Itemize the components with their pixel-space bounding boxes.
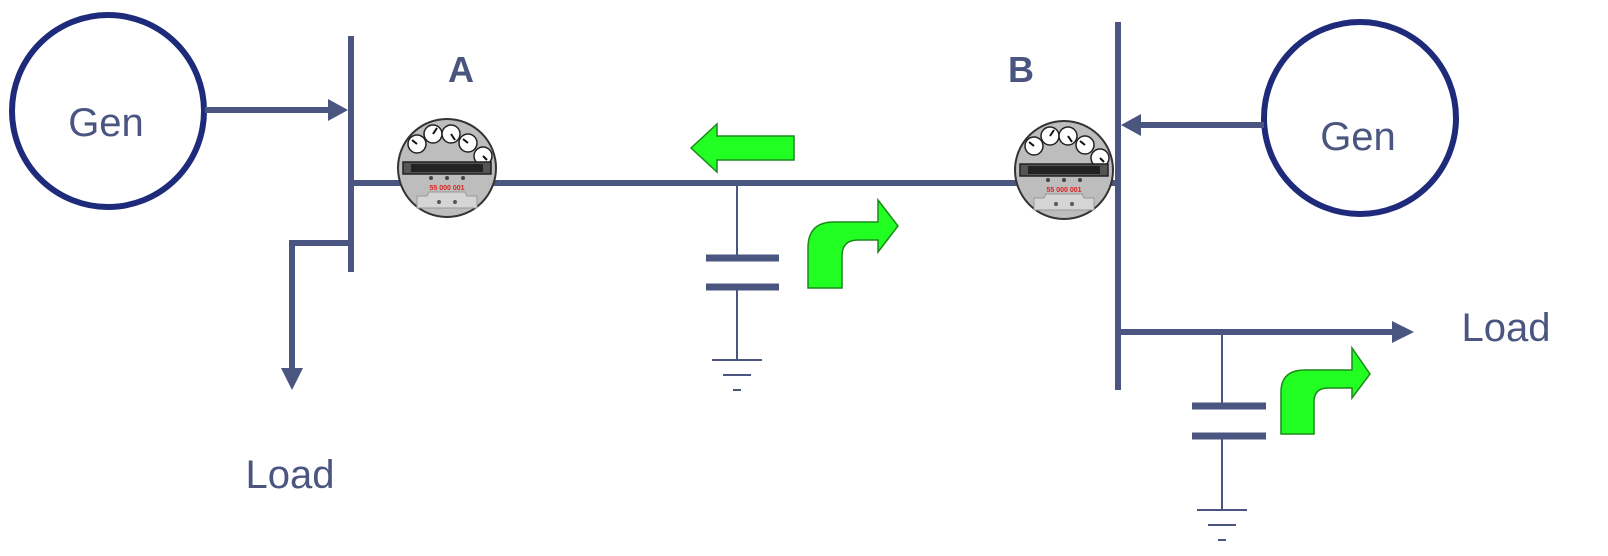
bus-b-label: B [1008, 49, 1034, 90]
meter-b-serial: 55 000 001 [1046, 187, 1081, 194]
generator-right: Gen [1261, 19, 1459, 217]
line-shunt-capacitor [706, 186, 779, 391]
load-left-arrowhead [281, 368, 303, 390]
meter-b: 55 000 001 [1014, 120, 1114, 220]
load-right-arrowhead [1392, 321, 1414, 343]
load-left-label: Load [246, 453, 335, 497]
electric-meter-icon [397, 118, 497, 218]
meter-a: 55 000 001 [397, 118, 497, 218]
load-left-feeder [289, 240, 351, 370]
load-right-label: Load [1462, 306, 1551, 350]
electric-meter-icon [1014, 120, 1114, 220]
curved-arrow-icon [1280, 345, 1371, 435]
bus-b-shunt-capacitor [1192, 335, 1266, 541]
generator-right-arrowhead [1121, 114, 1141, 136]
ground-icon [1197, 509, 1247, 541]
generator-left-arrowhead [328, 99, 348, 121]
arrow-left-icon [689, 122, 795, 174]
generator-right-label: Gen [1320, 115, 1396, 159]
ground-icon [712, 359, 762, 391]
bus-a-label: A [448, 49, 474, 90]
meter-a-serial: 55 000 001 [429, 185, 464, 192]
curved-arrow-icon [807, 197, 899, 289]
generator-left: Gen [9, 12, 207, 210]
generator-left-circle [9, 12, 207, 210]
generator-right-circle [1261, 19, 1459, 217]
generator-left-label: Gen [68, 101, 144, 145]
